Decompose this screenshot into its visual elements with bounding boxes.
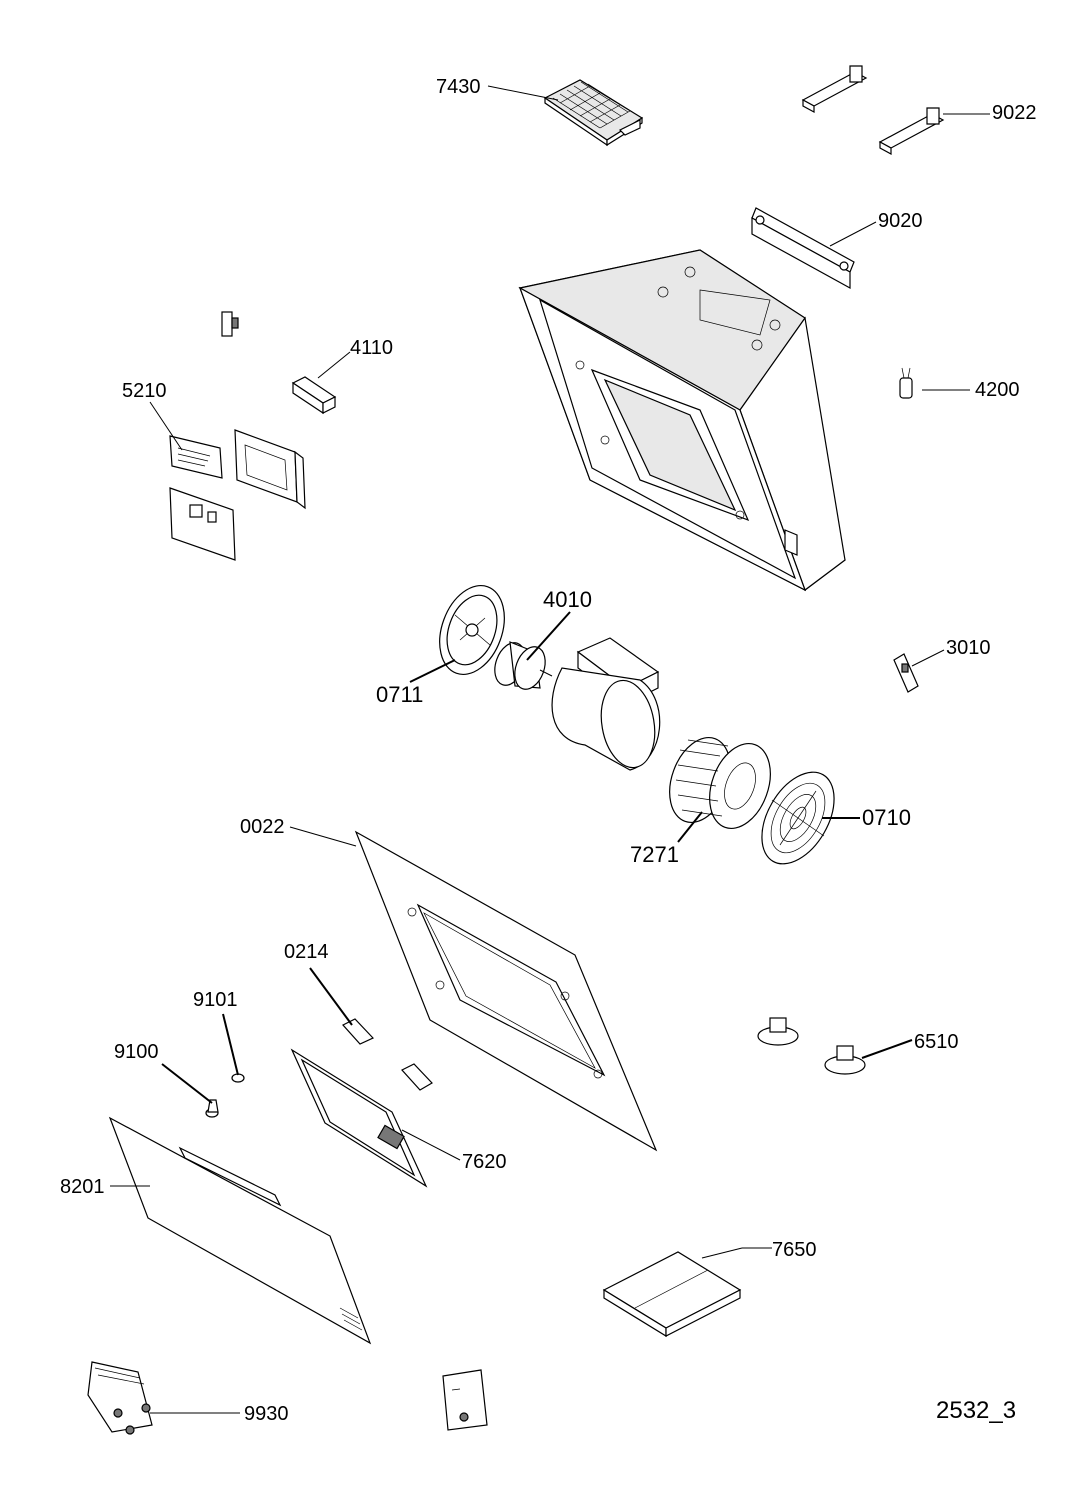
label-0022: 0022 (240, 816, 285, 838)
part-hood-body (518, 249, 846, 592)
part-0022-glass-panel (354, 830, 658, 1152)
label-0214: 0214 (284, 941, 329, 963)
label-7620: 7620 (462, 1151, 507, 1173)
label-6510: 6510 (914, 1031, 959, 1053)
label-8201: 8201 (60, 1176, 105, 1198)
label-7271: 7271 (630, 842, 679, 867)
part-4200-capacitor (899, 367, 913, 399)
label-4200: 4200 (975, 379, 1020, 401)
part-8201-front-panel (108, 1116, 372, 1345)
part-7430-grease-filter (543, 79, 644, 147)
part-3010-clip (893, 653, 919, 693)
label-4110: 4110 (350, 337, 393, 359)
diagram-code: 2532_3 (936, 1397, 1016, 1424)
label-7430: 7430 (436, 76, 481, 98)
label-9101: 9101 (193, 989, 238, 1011)
part-blower-housing (551, 637, 661, 771)
part-7271-fan-wheel (669, 736, 771, 830)
part-0711-motor-plate (439, 584, 505, 676)
part-7620-filter-frame (290, 1048, 428, 1188)
part-9020-top-bracket (751, 207, 855, 290)
part-4010-motor (494, 641, 553, 690)
part-instruction-booklet (442, 1369, 488, 1431)
part-7650-filter-pad (602, 1251, 742, 1338)
part-9930-accessory-bag (87, 1361, 153, 1435)
label-7650: 7650 (772, 1239, 817, 1261)
label-3010: 3010 (946, 637, 991, 659)
label-4010: 4010 (543, 587, 592, 612)
label-9930: 9930 (244, 1403, 289, 1425)
label-0710: 0710 (862, 805, 911, 830)
part-0214-hinge-clips (342, 1018, 433, 1091)
label-9020: 9020 (878, 210, 923, 232)
label-9100: 9100 (114, 1041, 159, 1063)
part-9022-wall-brackets (801, 65, 945, 156)
part-0710-fan-guard (761, 771, 835, 865)
label-0711: 0711 (376, 682, 423, 707)
part-4110-switch-block (221, 311, 337, 415)
part-6510-knobs (757, 1017, 866, 1075)
label-9022: 9022 (992, 102, 1037, 124)
part-9101-washer (231, 1073, 245, 1083)
part-5210-control-board (169, 429, 306, 561)
label-5210: 5210 (122, 380, 167, 402)
